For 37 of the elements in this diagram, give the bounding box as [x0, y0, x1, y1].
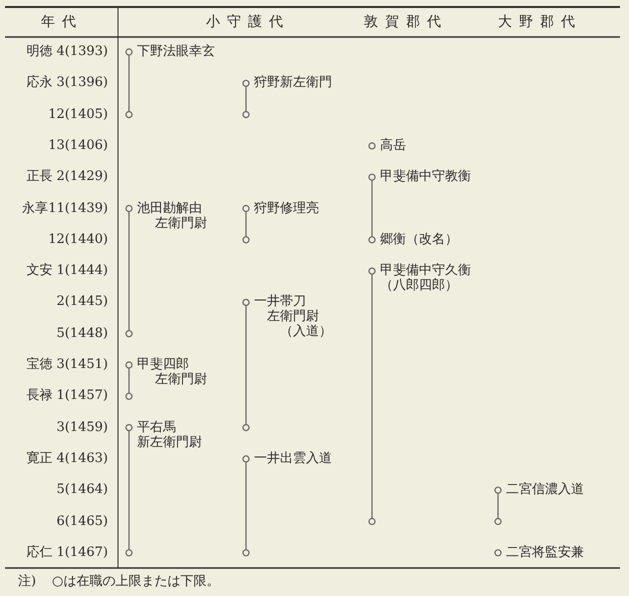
officeholder-name: 狩野新左衛門 [254, 75, 332, 90]
year-label: 寛正 4(1463) [26, 450, 108, 466]
year-label: 5(1448) [56, 326, 108, 341]
year-label: 12(1405) [48, 106, 108, 122]
officeholder-name: 甲斐四郎左衛門尉 [137, 357, 208, 387]
year-label: 応仁 1(1467) [26, 544, 108, 560]
year-label: 13(1406) [48, 138, 108, 153]
year-label: 12(1440) [48, 232, 108, 247]
officeholder-name: 郷衡（改名） [380, 232, 458, 247]
officeholder-name: 池田勘解由左衛門尉 [137, 200, 208, 230]
year-label: 応永 3(1396) [26, 75, 108, 90]
officeholder-name: 甲斐備中守教衡 [380, 169, 471, 184]
year-label: 宝徳 3(1451) [26, 357, 108, 372]
officeholder-name: 高岳 [380, 138, 406, 153]
year-label: 長禄 1(1457) [26, 388, 108, 404]
officeholder-name: 下野法眼幸玄 [137, 44, 215, 59]
column-header: 小守護代 [206, 15, 290, 30]
officeholder-name: 二宮信濃入道 [506, 482, 584, 498]
officeholder-name: 一井帯刀左衛門尉（入道） [254, 294, 332, 340]
officeholder-name: 二宮将監安兼 [506, 544, 584, 560]
year-label: 正長 2(1429) [26, 169, 108, 184]
year-label: 2(1445) [56, 294, 108, 310]
column-header: 大野郡代 [498, 15, 582, 30]
note-text: ○は在職の上限または下限。 [52, 574, 220, 589]
year-label: 5(1464) [56, 482, 108, 498]
officeholder-name: 平右馬新左衛門尉 [137, 420, 202, 450]
officeholder-name: 甲斐備中守久衡（八郎四郎） [380, 263, 471, 294]
year-label: 永享11(1439) [22, 200, 108, 216]
note-label: 注) [18, 574, 36, 589]
year-label: 明徳 4(1393) [26, 44, 108, 59]
year-label: 3(1459) [56, 420, 108, 435]
officeholder-name: 狩野修理亮 [254, 200, 319, 216]
column-header: 年代 [41, 15, 83, 30]
year-label: 文安 1(1444) [26, 263, 108, 278]
officeholder-name: 一井出雲入道 [254, 450, 332, 466]
year-label: 6(1465) [56, 514, 108, 528]
column-header: 敦賀郡代 [364, 15, 448, 30]
